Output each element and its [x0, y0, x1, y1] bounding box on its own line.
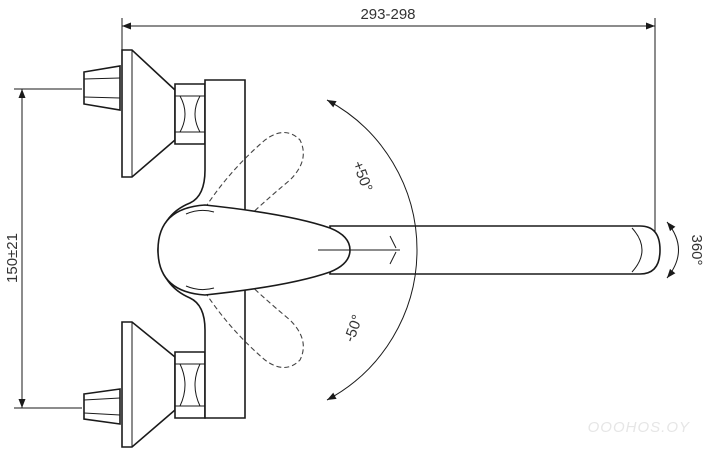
handle-ghost-up: [204, 131, 304, 226]
width-dimension: 293-298: [121, 6, 656, 232]
upper-wall-connector: [83, 49, 206, 178]
rotation-indicator: 360°: [666, 221, 705, 279]
width-dimension-label: 293-298: [360, 6, 415, 23]
height-dimension: 150±21: [4, 88, 82, 409]
spout: [329, 225, 661, 275]
rotation-label: 360°: [688, 234, 705, 265]
watermark-logo: OOOHOS.OY: [588, 419, 690, 436]
angle-up-label: +50°: [349, 159, 376, 194]
handle-ghost-down: [204, 274, 304, 369]
angle-down-label: -50°: [341, 313, 366, 345]
lower-wall-connector: [83, 321, 206, 448]
height-dimension-label: 150±21: [4, 233, 21, 283]
